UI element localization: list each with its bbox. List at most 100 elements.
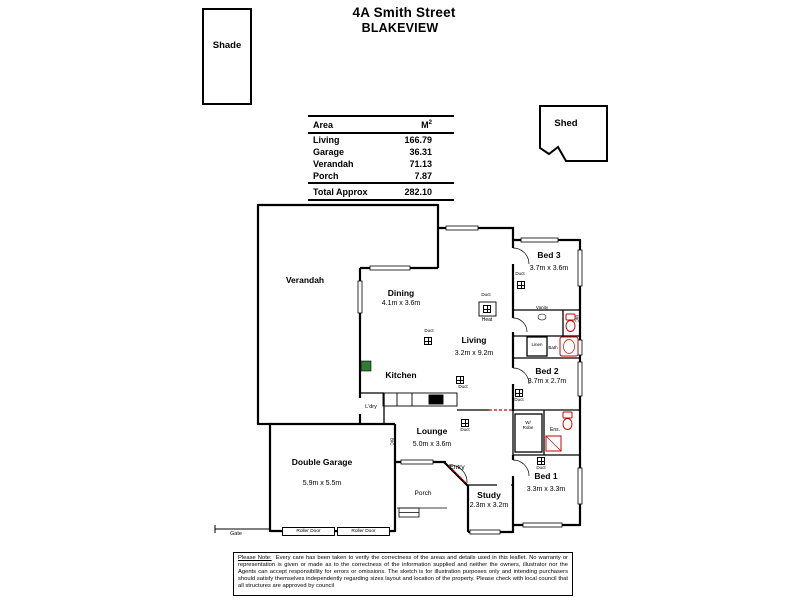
table-header-row: Area M2 [308, 117, 454, 132]
row-label: Porch [313, 171, 339, 181]
ensuite-label: Ens. [549, 427, 561, 433]
room-label-bed3: Bed 3 3.7m x 3.6m [529, 250, 569, 273]
room-name: Bed 2 [535, 366, 559, 376]
table-row: Porch 7.87 [308, 170, 454, 182]
table-rule [308, 115, 454, 117]
row-label: Living [313, 135, 340, 145]
shade-outline [202, 8, 252, 105]
duct-label: Duct [515, 271, 525, 276]
kitchen-appliance-green [360, 360, 372, 372]
area-table: Area M2 Living 166.79 Garage 36.31 Veran… [308, 115, 454, 201]
room-name: Double Garage [291, 457, 353, 467]
robe-line1: W/ [525, 420, 531, 425]
robe-closet [514, 413, 543, 453]
room-dims: 5.9m x 5.5m [302, 480, 342, 488]
total-label: Total Approx [313, 186, 368, 197]
duct-icon [515, 389, 523, 397]
wc-label: WC [574, 315, 580, 323]
red-fixtures [545, 313, 579, 452]
room-name: Living [461, 335, 487, 345]
table-rule [308, 132, 454, 134]
room-label-lounge: Lounge 5.0m x 3.6m [413, 426, 452, 449]
heat-unit [478, 301, 497, 317]
room-dims: 3.3m x 3.3m [526, 486, 566, 494]
linen-closet [526, 336, 548, 357]
row-value: 7.87 [414, 171, 432, 181]
table-rule [308, 182, 454, 184]
shed-outline [539, 105, 608, 162]
ensuite-toilet [562, 411, 573, 419]
row-value: 166.79 [404, 135, 432, 145]
table-total-row: Total Approx 282.10 [308, 184, 454, 199]
room-label-laundry: L'dry [365, 404, 377, 410]
room-dims: 3.7m x 2.7m [527, 378, 567, 386]
stove [428, 394, 444, 405]
interior-walls [360, 309, 580, 486]
duct-icon [537, 457, 545, 465]
room-name: Bed 1 [534, 471, 558, 481]
duct-label: Duct [424, 328, 434, 333]
unit-m: M [421, 119, 429, 130]
room-name: Bed 3 [537, 250, 561, 260]
room-label-garage: Double Garage 5.9m x 5.5m [291, 457, 353, 488]
gate-line [214, 525, 270, 533]
row-label: Verandah [313, 159, 354, 169]
room-name: Dining [387, 288, 415, 298]
row-value: 36.31 [409, 147, 432, 157]
room-name: Lounge [416, 426, 448, 436]
room-name: Kitchen [385, 370, 417, 380]
unit-sup: 2 [428, 119, 432, 126]
room-label-kitchen: Kitchen [385, 370, 417, 380]
duct-label: Duct [458, 384, 468, 389]
porch-steps [397, 507, 447, 518]
gate-label: Gate [230, 531, 242, 537]
col-header-unit: M2 [374, 120, 432, 130]
duct-icon [461, 419, 469, 427]
room-dims: 3.2m x 9.2m [454, 350, 494, 358]
linen-label: Linen [531, 342, 543, 347]
kitchen-bench [382, 392, 458, 407]
page-title: 4A Smith Street [352, 5, 456, 20]
room-label-bed2: Bed 2 3.7m x 2.7m [527, 366, 567, 386]
duct-label: Duct [536, 465, 546, 470]
total-value: 282.10 [404, 186, 432, 197]
row-label: Garage [313, 147, 345, 157]
page-subtitle: BLAKEVIEW [361, 21, 439, 35]
disclaimer-body: Every care has been taken to verify the … [238, 555, 568, 589]
room-label-dining: Dining 4.1m x 3.6m [381, 288, 421, 308]
room-name: Verandah [285, 275, 325, 285]
heat-label: Heat [481, 317, 493, 323]
room-dims: 2.3m x 3.2m [469, 502, 509, 510]
shade-label: Shade [212, 40, 242, 51]
col-header-area: Area [313, 119, 334, 130]
duct-icon [483, 305, 491, 313]
vanity-basin [537, 313, 547, 321]
robe-line2: Robe [522, 424, 534, 430]
duct-label: Duct [481, 292, 491, 297]
door-gaps [357, 248, 516, 488]
table-row: Garage 36.31 [308, 146, 454, 158]
duct-label: Duct [460, 427, 470, 432]
table-rule [308, 199, 454, 201]
duct-icon [456, 376, 464, 384]
roller-door-label: Roller Door [337, 527, 390, 536]
roller-door-label: Roller Door [282, 527, 335, 536]
red-dashed-openings [448, 409, 513, 484]
room-dims: 4.1m x 3.6m [381, 300, 421, 308]
disclaimer-title: Please Note: [238, 555, 272, 561]
vanity-label: Vanity [535, 305, 549, 310]
shed-label: Shed [554, 118, 578, 129]
bic-label: BIC [389, 438, 395, 446]
room-label-study: Study 2.3m x 3.2m [469, 490, 509, 510]
room-name: Study [477, 490, 501, 500]
table-row: Living 166.79 [308, 134, 454, 146]
room-dims: 3.7m x 3.6m [529, 265, 569, 273]
windows [357, 225, 583, 535]
duct-icon [517, 281, 525, 289]
table-row: Verandah 71.13 [308, 158, 454, 170]
robe-label: W/ Robe [522, 420, 534, 431]
door-arcs [448, 247, 530, 484]
disclaimer-box: Please Note: Every care has been taken t… [233, 552, 573, 596]
